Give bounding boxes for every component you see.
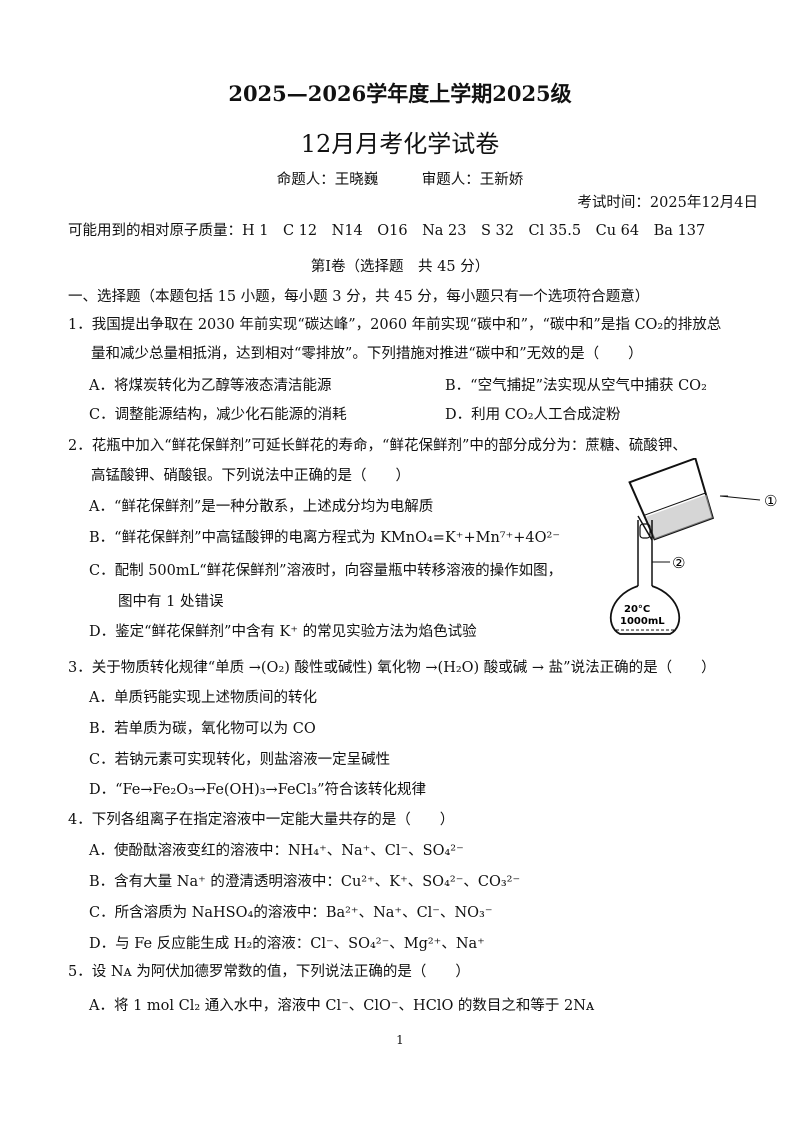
q4-option-a: A．使酚酞溶液变红的溶液中：NH₄⁺、Na⁺、Cl⁻、SO₄²⁻ (89, 843, 464, 859)
q3-stem: 3．关于物质转化规律“单质 →(O₂) 酸性或碱性) 氧化物 →(H₂O) 酸或… (68, 660, 716, 676)
q1-option-b: B．“空气捕捉”法实现从空气中捕获 CO₂ (445, 378, 707, 394)
page-number: 1 (396, 1033, 404, 1047)
volumetric-flask-figure: ① ② 20°C 1000mL (609, 458, 777, 635)
q1-stem-line2: 量和减少总量相抵消，达到相对“零排放”。下列措施对推进“碳中和”无效的是（ ） (91, 346, 643, 362)
q2-stem-line2: 高锰酸钾、硝酸银。下列说法中正确的是（ ） (91, 468, 410, 484)
q2-option-c-line1: C．配制 500mL“鲜花保鲜剂”溶液时，向容量瓶中转移溶液的操作如图， (89, 563, 563, 579)
section-instructions: 一、选择题（本题包括 15 小题，每小题 3 分，共 45 分，每小题只有一个选… (68, 289, 650, 305)
figure-label-1: ① (764, 492, 777, 510)
q1-option-c: C．调整能源结构，减少化石能源的消耗 (89, 407, 347, 423)
atomic-masses: 可能用到的相对原子质量：H 1 C 12 N14 O16 Na 23 S 32 … (68, 223, 706, 239)
q4-option-d: D．与 Fe 反应能生成 H₂的溶液：Cl⁻、SO₄²⁻、Mg²⁺、Na⁺ (89, 936, 485, 952)
figure-label-2: ② (672, 554, 685, 572)
q4-option-b: B．含有大量 Na⁺ 的澄清透明溶液中：Cu²⁺、K⁺、SO₄²⁻、CO₃²⁻ (89, 874, 521, 890)
exam-title-line2: 12月月考化学试卷 (300, 130, 500, 158)
q1-option-a: A．将煤炭转化为乙醇等液态清洁能源 (89, 378, 332, 394)
exam-time: 考试时间：2025年12月4日 (577, 195, 758, 211)
q5-stem: 5．设 Nᴀ 为阿伏加德罗常数的值，下列说法正确的是（ ） (68, 964, 470, 980)
q2-option-b: B．“鲜花保鲜剂”中高锰酸钾的电离方程式为 KMnO₄=K⁺+Mn⁷⁺+4O²⁻ (89, 530, 560, 546)
q3-option-d: D．“Fe→Fe₂O₃→Fe(OH)₃→FeCl₃”符合该转化规律 (89, 782, 427, 798)
q2-option-d: D．鉴定“鲜花保鲜剂”中含有 K⁺ 的常见实验方法为焰色试验 (89, 624, 477, 640)
q1-stem-line1: 1．我国提出争取在 2030 年前实现“碳达峰”，2060 年前实现“碳中和”，… (68, 317, 722, 333)
q3-option-b: B．若单质为碳，氧化物可以为 CO (89, 721, 316, 737)
q3-option-c: C．若钠元素可实现转化，则盐溶液一定呈碱性 (89, 752, 391, 768)
figure-volume-label: 1000mL (620, 616, 665, 627)
q1-option-d: D．利用 CO₂人工合成淀粉 (445, 407, 621, 423)
figure-temp-label: 20°C (624, 604, 650, 615)
beaker-icon (628, 458, 715, 541)
volume-title: 第Ⅰ卷（选择题 共 45 分） (310, 259, 490, 275)
q5-option-a: A．将 1 mol Cl₂ 通入水中，溶液中 Cl⁻、ClO⁻、HClO 的数目… (89, 998, 595, 1014)
q4-stem: 4．下列各组离子在指定溶液中一定能大量共存的是（ ） (68, 812, 455, 828)
q3-option-a: A．单质钙能实现上述物质间的转化 (89, 690, 317, 706)
q2-stem-line1: 2．花瓶中加入“鲜花保鲜剂”可延长鲜花的寿命，“鲜花保鲜剂”中的部分成分为：蔗糖… (68, 438, 687, 454)
exam-authors: 命题人：王晓巍 审题人：王新娇 (276, 172, 524, 188)
q2-option-a: A．“鲜花保鲜剂”是一种分散系，上述成分均为电解质 (89, 499, 434, 515)
q4-option-c: C．所含溶质为 NaHSO₄的溶液中：Ba²⁺、Na⁺、Cl⁻、NO₃⁻ (89, 905, 493, 921)
q2-option-c-line2: 图中有 1 处错误 (118, 594, 224, 610)
exam-title-line1: 2025—2026学年度上学期2025级 (228, 81, 572, 106)
